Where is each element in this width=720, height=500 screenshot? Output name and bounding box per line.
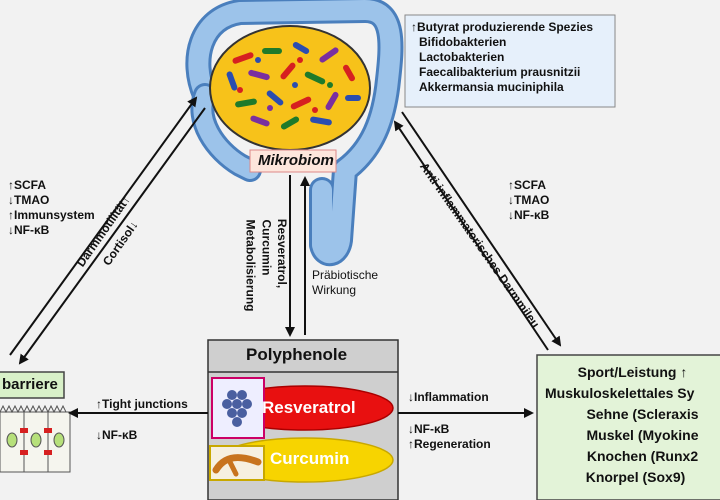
regeneration-label: ↑Regeneration (408, 437, 491, 451)
left-effect-item: ↑SCFA (8, 178, 47, 192)
species-box (404, 14, 616, 108)
intestine-shape (185, 0, 404, 267)
barrier-effect-tight-junctions: ↑Tight junctions (96, 397, 188, 411)
right-effect-item: ↓NF-κB (508, 208, 550, 222)
sport-line: Knochen (Runx2 (586, 448, 699, 464)
sport-line: Muskel (Myokine (586, 427, 699, 443)
arrows (9, 96, 562, 418)
arrow-barrier-to-microbiome (9, 96, 198, 356)
barrier-label: barriere (2, 376, 58, 393)
curcuma-root-icon (212, 454, 262, 477)
right-effects-list: ↑SCFA ↓TMAO ↓NF-κB (508, 178, 549, 223)
left-effects-list: ↑SCFA ↓TMAO ↑Immunsystem ↓NF-κB (8, 178, 95, 238)
arrow-microbiome-to-barrier (18, 107, 206, 365)
barrier-box (0, 371, 65, 399)
bacteria-cluster (226, 42, 361, 130)
species-item: Faecalibakterium prausnitzii (419, 65, 581, 79)
left-effect-item: ↓TMAO (8, 193, 50, 207)
center-up-label: Präbiotische Wirkung (312, 268, 378, 298)
center-down-label-1: Resveratrol, (275, 218, 290, 289)
nfkb-label: ↓NF-κB (408, 422, 450, 436)
arrow-microbiome-to-sport (401, 111, 562, 347)
sport-text: Sport/Leistung ↑ Muskuloskelettales Sy S… (545, 362, 720, 488)
grape-icon (222, 390, 252, 427)
sport-line: Knorpel (Sox9) (585, 469, 686, 485)
arrow-sport-to-microbiome (393, 120, 549, 351)
sport-line: Sport/Leistung ↑ (577, 364, 688, 380)
sport-line: Muskuloskelettales Sy (545, 385, 695, 401)
left-effect-item: ↓NF-κB (8, 223, 50, 237)
barrier-effect-nfkb: ↓NF-κB (96, 428, 138, 442)
microbiome-label-box (249, 149, 337, 173)
species-item: Akkermansia muciniphila (419, 80, 564, 94)
resveratrol-label: Resveratrol (262, 398, 356, 417)
inflammation-label: ↓Inflammation (408, 390, 489, 404)
curcumin-label: Curcumin (270, 449, 350, 468)
center-up-line: Wirkung (312, 283, 357, 297)
sport-box (536, 354, 720, 500)
left-effect-item: ↑Immunsystem (8, 208, 95, 222)
epithelial-cells (0, 404, 71, 473)
species-item: Lactobakterien (419, 50, 505, 64)
right-effect-item: ↓TMAO (508, 193, 550, 207)
center-up-line: Präbiotische (312, 268, 379, 282)
center-down-label-3: Metabolisierung (243, 219, 258, 312)
species-list: ↑Butyrat produzierende Spezies Bifidobak… (411, 20, 593, 95)
center-down-label-2: Curcumin (259, 219, 274, 276)
sport-line: Sehne (Scleraxis (586, 406, 699, 422)
polyphenol-title: Polyphenole (246, 345, 348, 364)
species-item: Bifidobakterien (419, 35, 507, 49)
microbiome-label: Mikrobiom (258, 152, 334, 169)
species-item: ↑Butyrat produzierende Spezies (411, 20, 594, 34)
right-effect-item: ↑SCFA (508, 178, 547, 192)
